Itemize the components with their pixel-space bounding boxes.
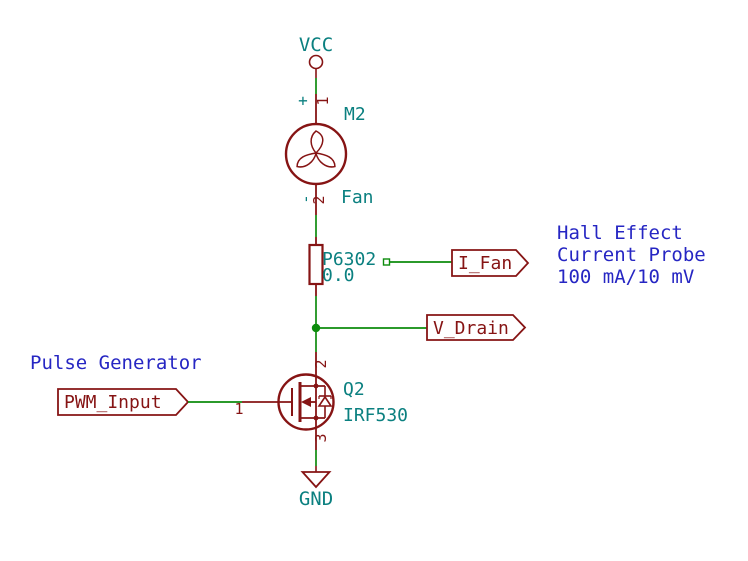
fan-reference[interactable]: M2 <box>344 104 366 125</box>
note-hall-effect[interactable]: Hall Effect Current Probe 100 mA/10 mV <box>557 222 706 288</box>
resistor-reference[interactable]: P6302 <box>322 249 376 270</box>
resistor-value[interactable]: 0.0 <box>322 265 355 286</box>
hall-note-line2: Current Probe <box>557 244 706 266</box>
ifan-label-outline <box>451 249 530 277</box>
vdrain-label-text: V_Drain <box>433 318 509 339</box>
vcc-label[interactable]: VCC <box>299 34 333 56</box>
mosfet-internals-icon <box>291 382 333 422</box>
vdrain-label-outline <box>426 314 527 341</box>
vcc-circle-icon <box>308 54 324 70</box>
wire-junction-dot <box>311 323 321 333</box>
global-label-ifan[interactable]: I_Fan <box>451 249 530 277</box>
mosfet-value[interactable]: IRF530 <box>343 405 408 426</box>
fan-blades-icon <box>296 130 336 168</box>
pwm-label-outline <box>57 388 190 416</box>
global-label-vdrain[interactable]: V_Drain <box>426 314 527 341</box>
hall-note-line1: Hall Effect <box>557 222 683 244</box>
fan-motor-symbol[interactable]: + 1 - 2 M2 Fan <box>284 91 374 215</box>
gnd-label[interactable]: GND <box>299 488 333 510</box>
mosfet-symbol[interactable]: 1 2 3 Q2 IRF530 <box>234 352 408 450</box>
ifan-label-text: I_Fan <box>458 253 512 274</box>
resistor-body <box>308 243 324 286</box>
probe-resistor-symbol[interactable]: P6302 0.0 <box>308 237 377 296</box>
mosfet-pin-number-drain: 2 <box>312 359 330 368</box>
fan-value[interactable]: Fan <box>341 187 374 208</box>
fan-minus-mark: - <box>296 194 315 204</box>
vcc-power-symbol[interactable]: VCC <box>299 34 333 78</box>
fan-pin-number-bottom: 2 <box>310 195 328 204</box>
mosfet-body-circle <box>277 373 335 431</box>
global-label-pwm-input[interactable]: PWM_Input <box>57 388 190 416</box>
gnd-power-symbol[interactable]: GND <box>299 466 333 510</box>
fan-body-circle <box>284 122 348 186</box>
mosfet-pin-number-gate: 1 <box>234 400 243 418</box>
note-pulse-generator[interactable]: Pulse Generator <box>30 352 202 374</box>
mosfet-pin-number-source: 3 <box>312 433 330 442</box>
gnd-triangle-icon <box>300 471 332 489</box>
mosfet-reference[interactable]: Q2 <box>343 379 365 400</box>
unconnected-end-square <box>382 258 391 266</box>
fan-plus-mark: + <box>298 91 308 110</box>
hall-note-line3: 100 mA/10 mV <box>557 266 694 288</box>
pwm-label-text: PWM_Input <box>64 392 162 413</box>
fan-pin-number-top: 1 <box>314 96 332 105</box>
